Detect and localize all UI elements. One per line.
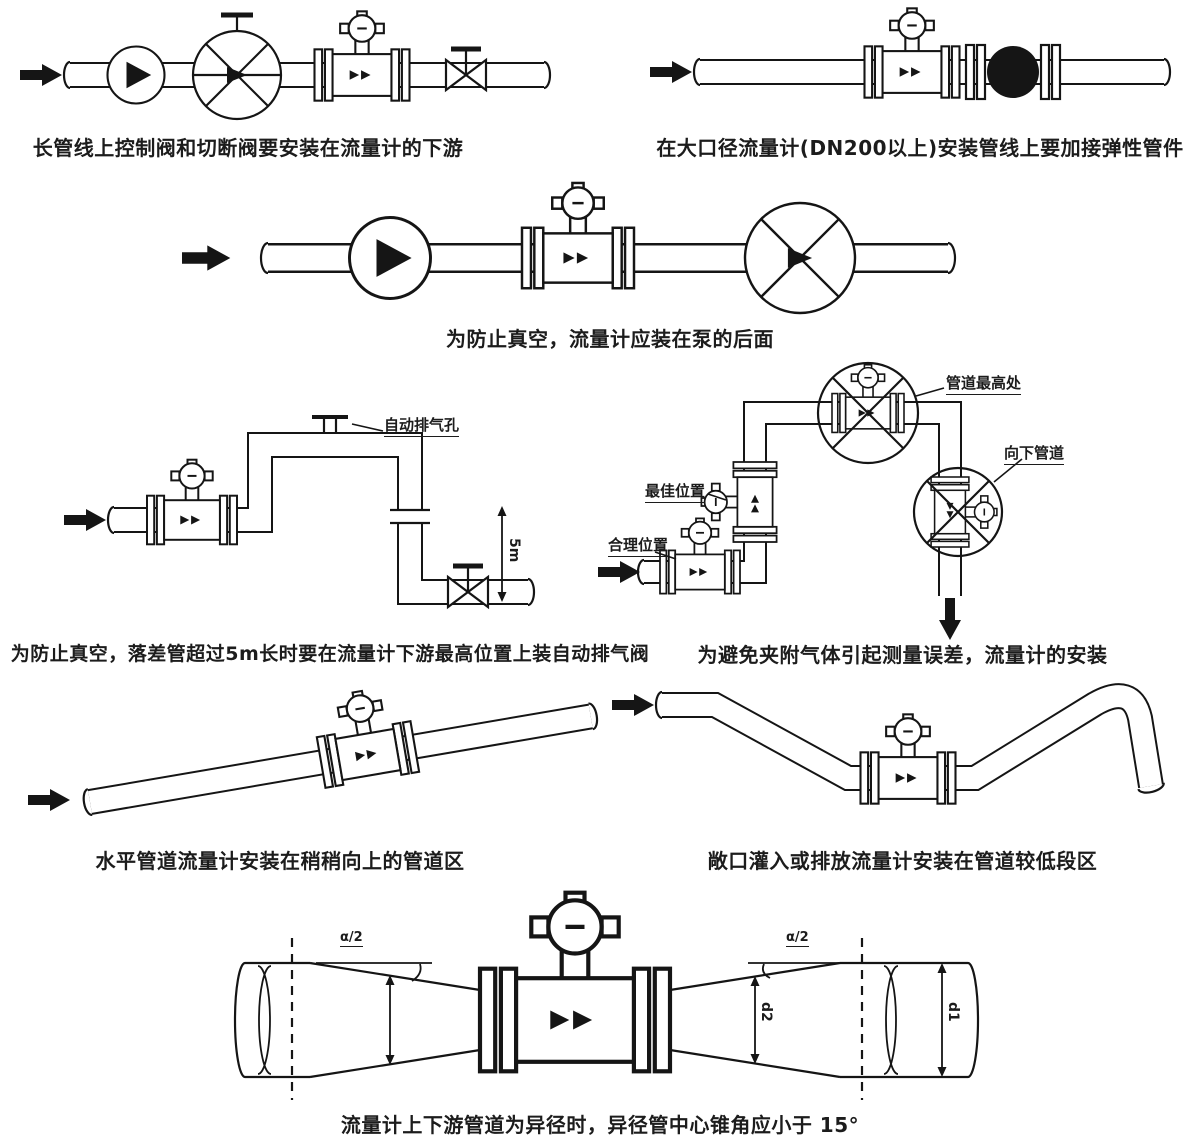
best-position-label: 最佳位置 [645, 480, 706, 503]
cone-angle-right-label: α/2 [786, 930, 809, 947]
diagram-low-section [610, 683, 1165, 805]
diagram-upward-slope [26, 682, 599, 816]
down-arrow-icon [937, 596, 963, 642]
flowmeter-icon [146, 458, 238, 546]
diagram-air-vent [62, 415, 536, 607]
flowmeter-icon [859, 713, 957, 805]
caption-air-vent: 为防止真空，落差管超过5m长时要在流量计下游最高位置上装自动排气阀 [10, 643, 650, 665]
caption-upward-slope: 水平管道流量计安装在稍稍向上的管道区 [95, 849, 465, 873]
pump-icon [106, 45, 166, 105]
auto-vent-label: 自动排气孔 [384, 414, 460, 437]
pipe-highest-label: 管道最高处 [946, 372, 1022, 395]
shutoff-valve-icon [191, 12, 283, 121]
crossed-out-down-pipe [912, 466, 1004, 558]
flow-arrow-icon [180, 244, 232, 272]
caption-flexible-fitting: 在大口径流量计(DN200以上)安装管线上要加接弹性管件 [656, 136, 1184, 160]
flowmeter-icon [863, 7, 961, 99]
diagram-reducer [233, 893, 980, 1100]
drop-height-label: 5m [506, 538, 522, 563]
leader-line [993, 458, 1023, 483]
flowmeter-icon [831, 363, 905, 434]
dimension-inner-left [385, 975, 395, 1065]
diagram-gas-positions [596, 361, 1023, 642]
flowmeter-icon [480, 893, 670, 1072]
dimension-d2-label: d2 [758, 1002, 774, 1022]
dimension-d2 [750, 976, 760, 1064]
caption-gas-positions: 为避免夹附气体引起测量误差，流量计的安装 [697, 643, 1108, 667]
flow-arrow-icon [26, 787, 72, 813]
cone-angle-left [316, 962, 432, 982]
dimension-d1-label: d1 [945, 1002, 961, 1022]
caption-valves-downstream: 长管线上控制阀和切断阀要安装在流量计的下游 [32, 136, 464, 160]
air-vent-icon [312, 415, 348, 434]
flexible-joint-icon [964, 43, 1062, 101]
flowmeter-icon [313, 10, 411, 102]
caption-meter-after-pump: 为防止真空，流量计应装在泵的后面 [446, 327, 774, 351]
flow-arrow-icon [648, 59, 694, 85]
pump-icon [348, 216, 432, 300]
drop-dimension [497, 506, 507, 602]
leader-line [654, 551, 677, 560]
leader-line [707, 493, 727, 501]
leader-line [351, 423, 384, 432]
crossed-out-highest-point [816, 361, 920, 465]
reasonable-position-label: 合理位置 [608, 534, 669, 557]
flowmeter-icon [930, 476, 998, 548]
diagram-valves-downstream [18, 10, 552, 121]
flow-arrow-icon [596, 559, 642, 585]
cone-angle-right [748, 962, 858, 979]
flowmeter-icon [520, 181, 636, 290]
caption-low-section: 敞口灌入或排放流量计安装在管道较低段区 [707, 849, 1098, 873]
flow-arrow-icon [610, 692, 656, 718]
leader-line [915, 387, 945, 397]
flow-arrow-icon [18, 62, 64, 88]
flowmeter-icon [309, 682, 421, 789]
downward-pipe-label: 向下管道 [1004, 442, 1065, 465]
flow-arrow-icon [62, 507, 108, 533]
cone-angle-left-label: α/2 [340, 930, 363, 947]
caption-reducer: 流量计上下游管道为异径时，异径管中心锥角应小于 15° [340, 1113, 860, 1137]
diagram-flexible-fitting [648, 7, 1172, 101]
dimension-d1 [937, 963, 947, 1077]
pipe-break-icon [390, 508, 430, 525]
flowmeter-icon [659, 517, 741, 595]
diagram-meter-after-pump [180, 181, 957, 315]
valve-icon [743, 201, 857, 315]
